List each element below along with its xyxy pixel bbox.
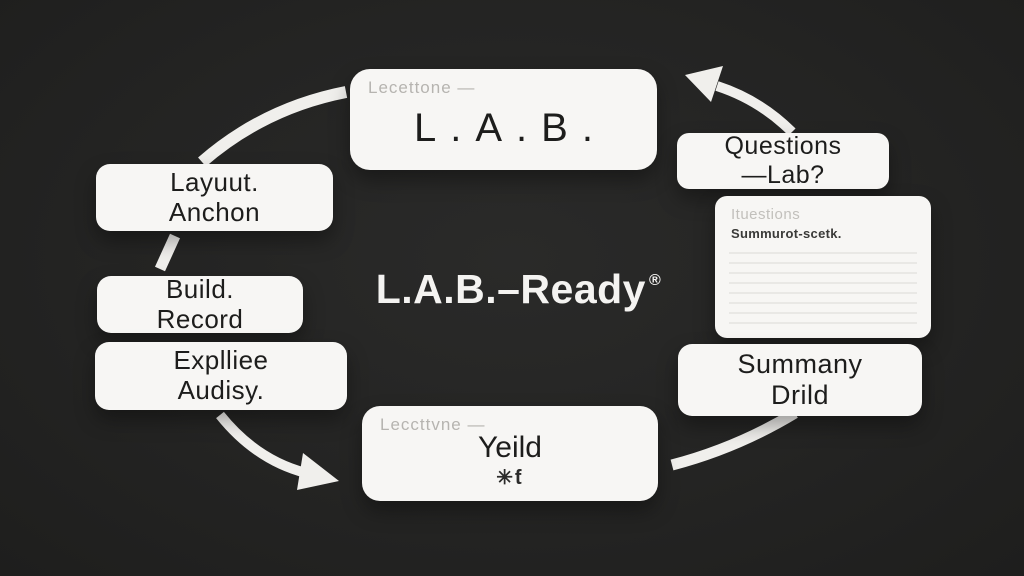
card-build-line2: Record (156, 303, 244, 334)
card-summary-line2: Drild (770, 380, 829, 410)
card-layout-line2: Anchon (168, 196, 261, 227)
notepad-ruled-lines (729, 244, 917, 326)
flow-arc-top-left (198, 86, 348, 167)
card-layout-line1: Layuut. (170, 166, 259, 197)
center-title-text: L.A.B.–Ready (375, 266, 646, 312)
card-explice-line2: Audisy. (177, 375, 265, 405)
registered-mark-icon: ® (649, 272, 662, 289)
notepad-header: Ituestions (731, 206, 801, 223)
card-yield-title: Yeild (478, 430, 542, 464)
arrowhead-down-right-icon (297, 453, 339, 490)
arrowhead-up-left-icon (685, 66, 723, 102)
asterisk-glyph-icon: ✳ƭ (496, 467, 524, 490)
card-lab-title: L.A.B. (414, 105, 607, 150)
card-yield-eyebrow: Leccttvne — (380, 415, 486, 434)
flow-arrow-top-right-shaft (715, 81, 796, 136)
card-explice: Explliee Audisy. (95, 342, 347, 410)
center-title: L.A.B.–Ready® (346, 266, 691, 313)
card-layout: Layuut. Anchon (96, 164, 333, 231)
card-summary-line1: Summany (737, 348, 863, 379)
card-lab: Lecettone — L.A.B. (350, 69, 657, 170)
card-questions-line1: Questions (724, 132, 842, 161)
notepad-card: Ituestions Summurot-scetk. (715, 196, 931, 338)
flow-arc-bottom-right (670, 408, 798, 471)
flow-arrow-bottom-left-shaft (216, 411, 308, 478)
card-summary: Summany Drild (678, 344, 922, 416)
card-explice-line1: Explliee (173, 345, 269, 376)
card-build-line1: Build. (165, 273, 235, 304)
card-yield: Leccttvne — Yeild ✳ƭ (362, 406, 658, 501)
notepad-note: Summurot-scetk. (731, 226, 842, 242)
flow-connector-left (154, 233, 181, 272)
card-build: Build. Record (97, 273, 303, 334)
card-questions: Questions —Lab? (677, 132, 889, 189)
card-lab-eyebrow: Lecettone — (368, 78, 476, 97)
card-questions-line2: —Lab? (741, 161, 825, 189)
